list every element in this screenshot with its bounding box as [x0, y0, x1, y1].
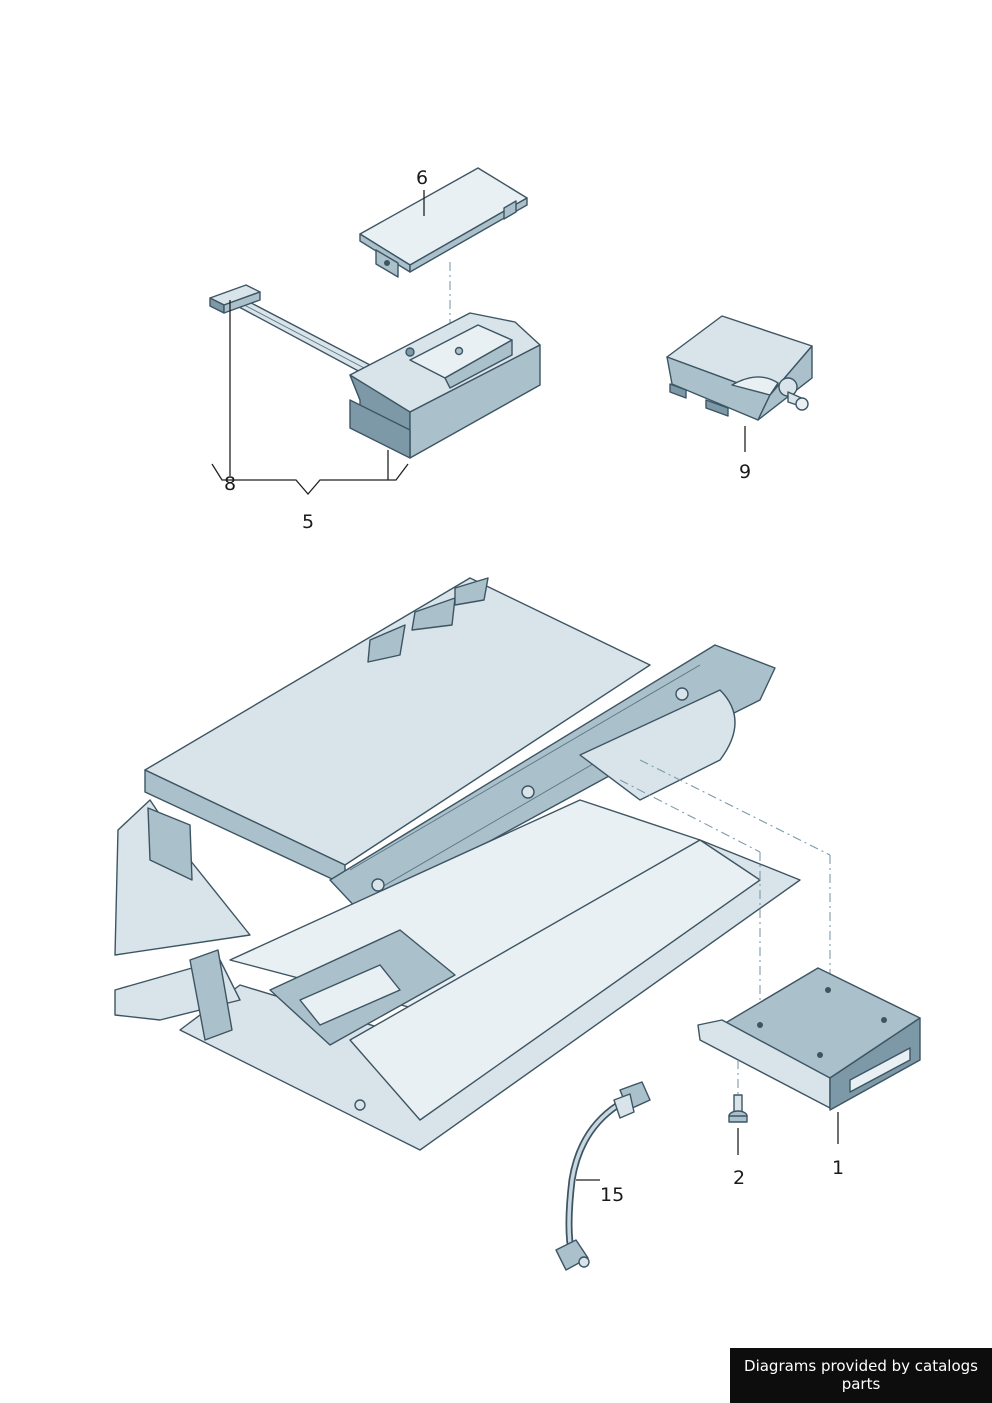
part-1-bracket	[697, 967, 921, 1111]
part-9-module	[666, 315, 813, 421]
callout-5: 5	[302, 511, 314, 533]
part-6-cover-plate	[359, 167, 528, 278]
assembly-line-a	[619, 779, 761, 853]
part-2-screw	[728, 1094, 748, 1123]
assembly-line-b	[639, 759, 831, 856]
callout-2: 2	[733, 1167, 745, 1189]
part-8-connector	[209, 284, 261, 314]
callout-15: 15	[600, 1184, 624, 1206]
callout-6: 6	[416, 167, 428, 189]
callout-1: 1	[832, 1157, 844, 1179]
part-5-control-unit	[209, 284, 541, 459]
credit-banner: Diagrams provided by catalogs parts	[730, 1348, 992, 1403]
glovebox-assembly	[114, 577, 801, 1151]
part-15-cable	[555, 1081, 651, 1271]
callout-9: 9	[739, 461, 751, 483]
callout-8: 8	[224, 473, 236, 495]
leader-lines	[211, 190, 839, 1181]
